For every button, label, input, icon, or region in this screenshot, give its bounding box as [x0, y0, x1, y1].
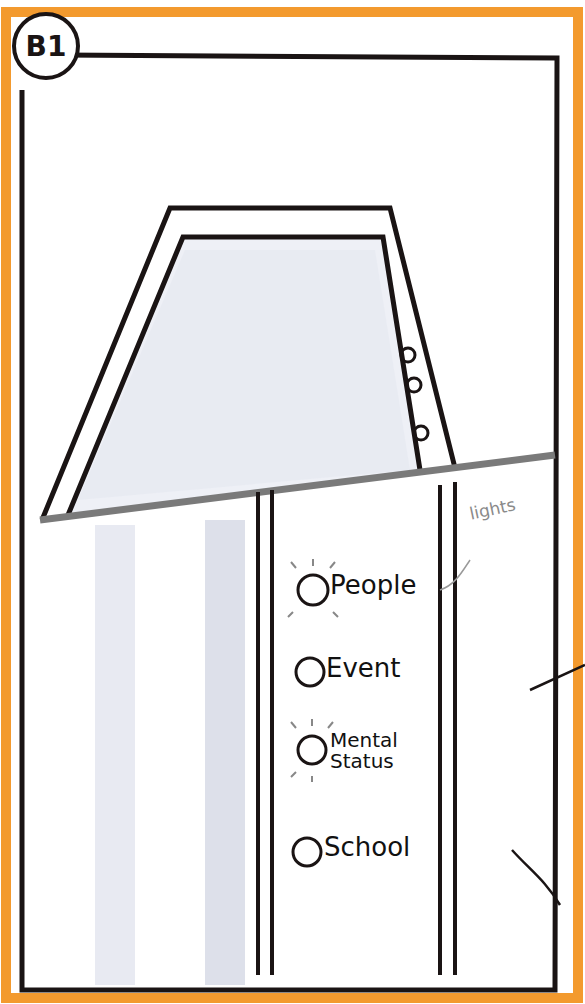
panel-border — [22, 55, 557, 990]
radio-button — [298, 736, 326, 764]
panel-number: B1 — [26, 30, 67, 63]
radio-button — [293, 838, 321, 866]
screen-shading — [78, 250, 410, 500]
button-dot — [401, 348, 415, 362]
button-dot — [407, 378, 421, 392]
option-label: People — [330, 572, 442, 599]
shading-strip — [205, 520, 245, 985]
orange-frame — [6, 12, 578, 998]
exit-line — [512, 665, 585, 905]
radio-button — [298, 575, 328, 605]
button-dot — [414, 426, 428, 440]
phone-screen — [68, 237, 420, 515]
option-label: Event — [326, 655, 438, 682]
shading-strip — [95, 525, 135, 985]
panel-id-circle: B1 — [12, 12, 80, 80]
leader-line — [440, 560, 470, 590]
option-label: School — [324, 834, 438, 861]
option-band — [258, 482, 455, 975]
option-label: Mental Status — [330, 730, 436, 772]
radio-button — [296, 658, 324, 686]
